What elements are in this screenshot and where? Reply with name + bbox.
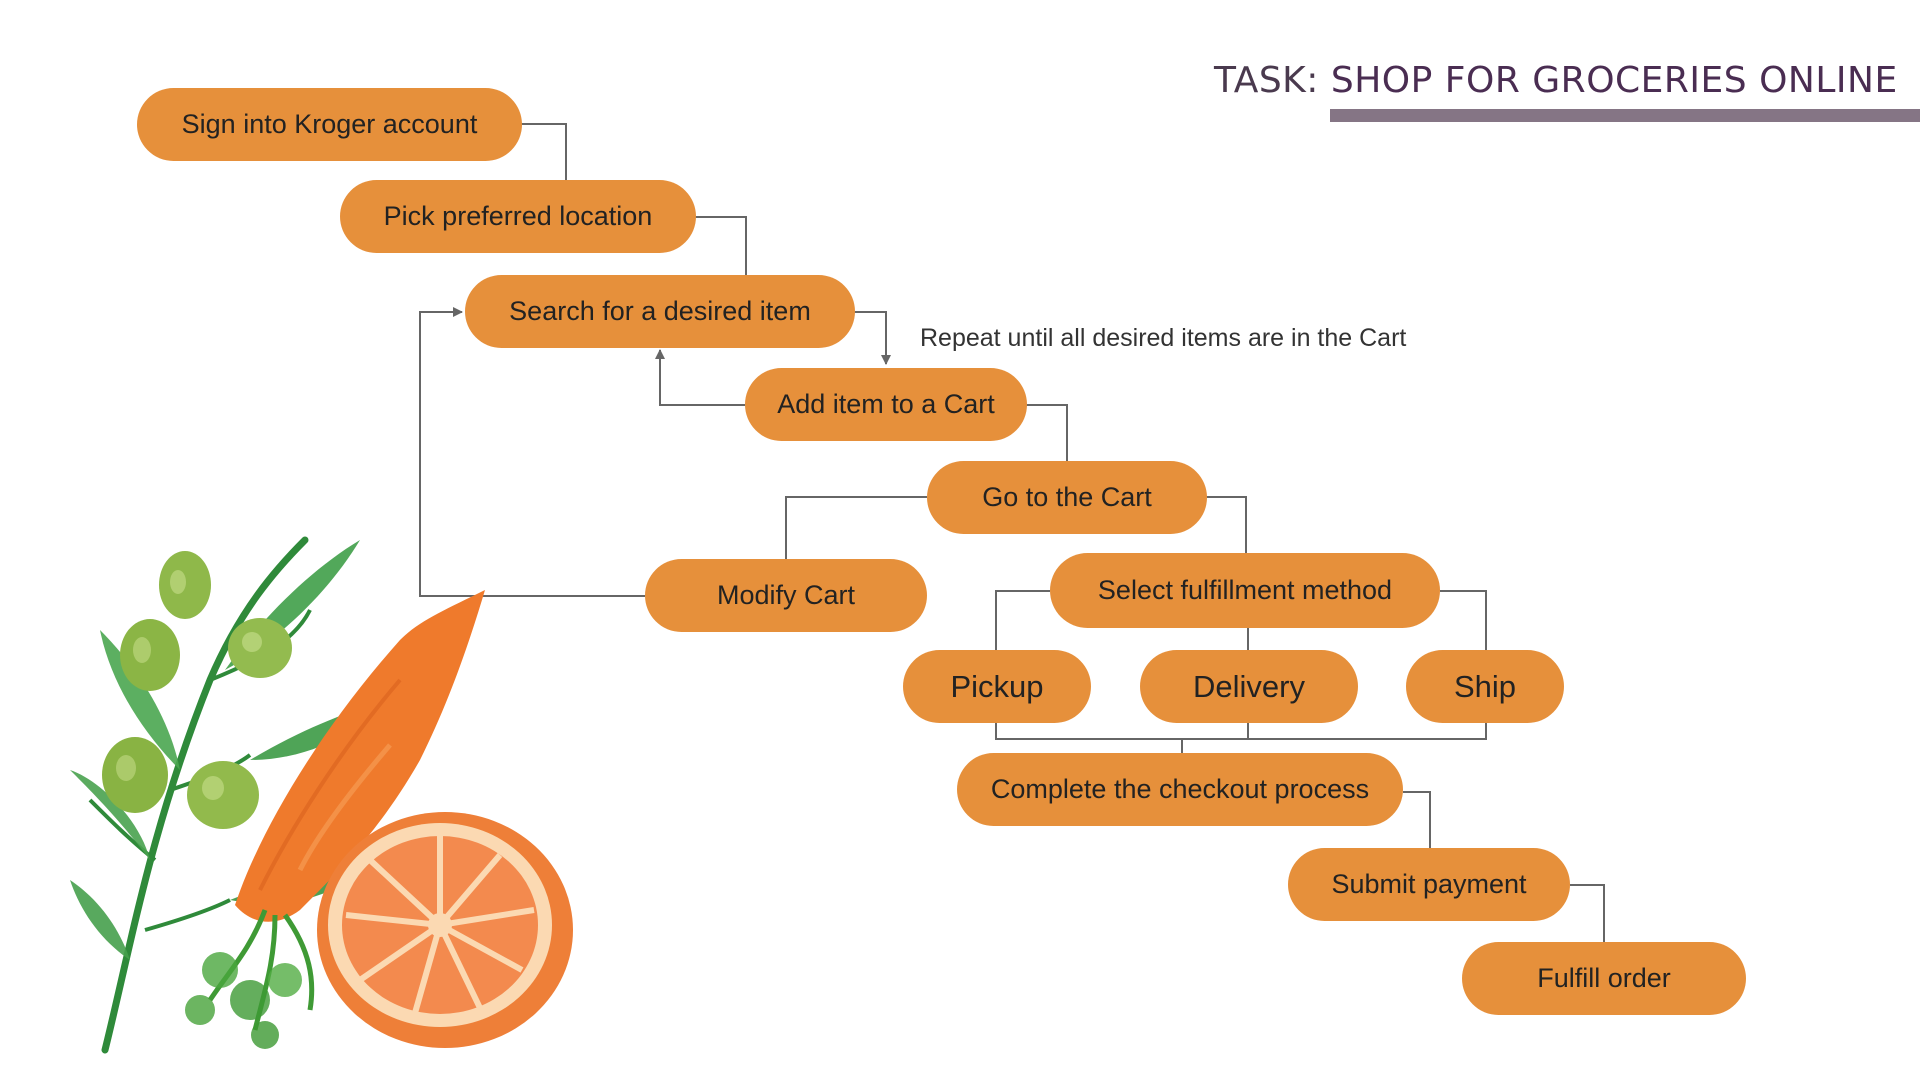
grapefruit-icon	[317, 812, 573, 1048]
connector-modify-search	[419, 307, 645, 597]
node-ship: Ship	[1406, 650, 1564, 723]
node-submit-payment: Submit payment	[1288, 848, 1570, 921]
connector-fulfillment-pickup	[995, 590, 1050, 650]
connector-search-add	[853, 311, 891, 365]
connector-checkout-payment	[1403, 791, 1431, 848]
title-task-name: SHOP FOR GROCERIES ONLINE	[1330, 60, 1898, 101]
connector-gocart-fulfillment	[1205, 496, 1247, 553]
connector-add-search-loop	[655, 349, 745, 406]
repeat-note: Repeat until all desired items are in th…	[920, 324, 1407, 352]
connector-signin-location	[520, 123, 567, 180]
node-go-to-cart: Go to the Cart	[927, 461, 1207, 534]
connector-add-gocart	[1025, 404, 1068, 461]
page-title: TASK: SHOP FOR GROCERIES ONLINE	[1214, 60, 1898, 101]
connector-options-merge	[995, 723, 1487, 740]
node-fulfill-order: Fulfill order	[1462, 942, 1746, 1015]
node-pick-location: Pick preferred location	[340, 180, 696, 253]
carrot-icon	[185, 590, 485, 1049]
node-select-fulfillment: Select fulfillment method	[1050, 553, 1440, 628]
node-add-to-cart: Add item to a Cart	[745, 368, 1027, 441]
node-sign-in: Sign into Kroger account	[137, 88, 522, 161]
produce-illustration	[70, 536, 573, 1054]
node-pickup: Pickup	[903, 650, 1091, 723]
title-task-label: TASK:	[1214, 60, 1319, 101]
connector-location-search	[694, 216, 747, 275]
node-delivery: Delivery	[1140, 650, 1358, 723]
title-underline	[1330, 109, 1920, 122]
node-checkout: Complete the checkout process	[957, 753, 1403, 826]
node-modify-cart: Modify Cart	[645, 559, 927, 632]
node-search-item: Search for a desired item	[465, 275, 855, 348]
connector-payment-fulfill	[1570, 884, 1605, 942]
olive-branch-icon	[70, 536, 390, 1054]
connector-fulfillment-ship	[1440, 590, 1487, 650]
connector-gocart-modify	[785, 496, 927, 559]
